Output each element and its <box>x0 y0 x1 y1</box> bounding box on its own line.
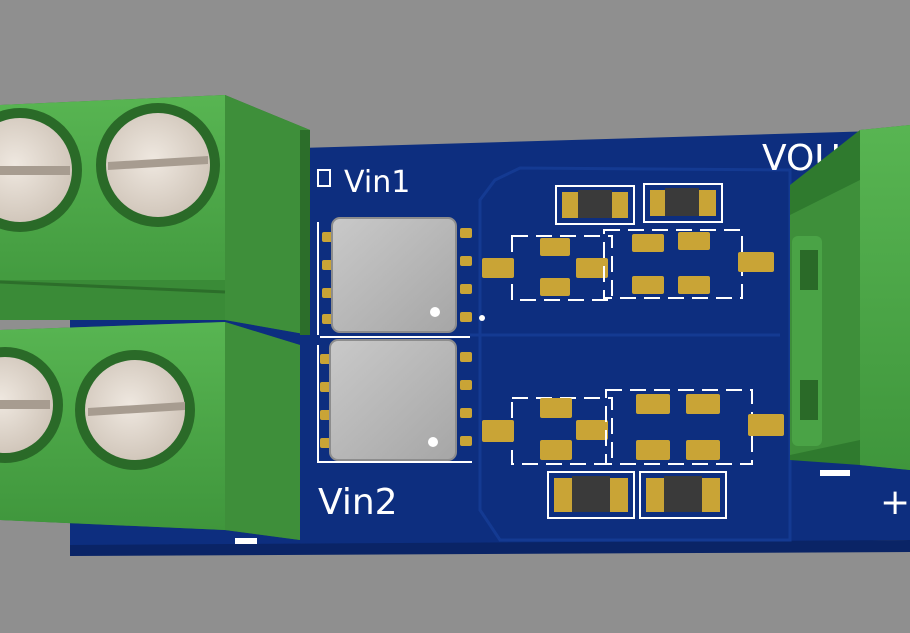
footprint-top-right <box>603 229 774 299</box>
vin1-marker <box>317 169 331 187</box>
resistor-top-2 <box>643 183 723 223</box>
label-plus: + <box>880 482 910 523</box>
output-terminal <box>790 125 910 476</box>
resistor-bottom-2 <box>639 471 727 519</box>
label-vin2: Vin2 <box>318 482 398 523</box>
screw-terminal-bottom <box>0 322 300 544</box>
screw-terminal-top <box>0 95 310 335</box>
resistor-top-1 <box>555 185 635 225</box>
footprint-top-left <box>482 235 613 301</box>
footprint-bottom-left <box>482 397 613 465</box>
ic-silkscreen <box>317 222 472 463</box>
ic-chip-bottom <box>320 336 472 461</box>
ic-chip-top <box>322 217 485 333</box>
label-vin1: Vin1 <box>344 165 410 200</box>
resistor-bottom-1 <box>547 471 635 519</box>
footprint-bottom-right <box>605 389 784 465</box>
